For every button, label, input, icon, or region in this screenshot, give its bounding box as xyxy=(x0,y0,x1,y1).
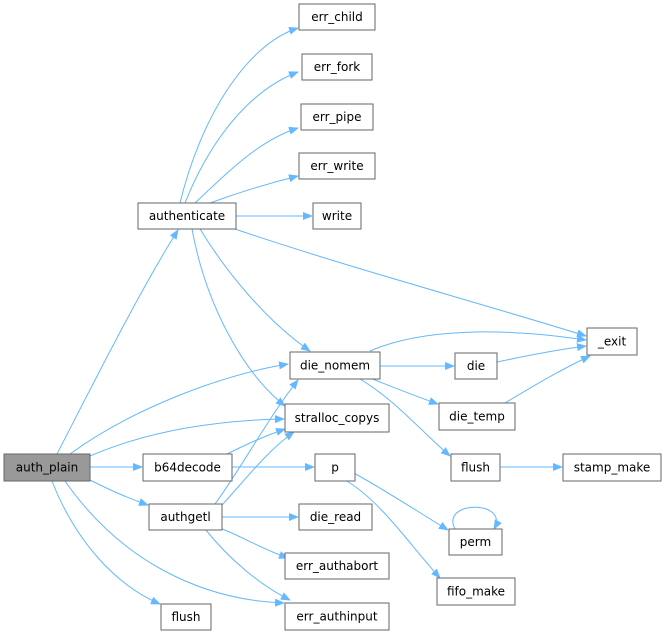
edge-auth_plain-authenticate xyxy=(56,229,179,455)
edge-die-exit xyxy=(496,343,587,363)
edge-die_temp-exit xyxy=(504,355,591,404)
node-label: auth_plain xyxy=(16,461,79,475)
node-p[interactable]: p xyxy=(314,453,356,482)
node-authgetl[interactable]: authgetl xyxy=(148,503,223,531)
node-label: die_read xyxy=(310,510,361,524)
node-label: fifo_make xyxy=(447,585,505,599)
node-label: err_authinput xyxy=(296,610,377,624)
edge-perm-perm xyxy=(452,506,502,530)
edge-auth_plain-die_nomem xyxy=(69,361,289,455)
edge-authgetl-err_authabort xyxy=(219,527,289,559)
node-die[interactable]: die xyxy=(454,352,498,380)
node-label: p xyxy=(331,461,339,475)
node-label: die_nomem xyxy=(300,359,370,373)
node-err_fork[interactable]: err_fork xyxy=(301,53,373,81)
node-label: b64decode xyxy=(154,461,221,475)
node-err_authinput[interactable]: err_authinput xyxy=(284,602,390,631)
edges xyxy=(51,26,591,607)
edge-auth_plain-authgetl xyxy=(89,479,149,506)
node-flush_b[interactable]: flush xyxy=(160,603,212,631)
node-label: perm xyxy=(460,535,491,549)
node-label: err_fork xyxy=(314,60,361,74)
edge-die_nomem-die_temp xyxy=(369,377,439,405)
node-fifo_make[interactable]: fifo_make xyxy=(436,577,516,606)
node-b64decode[interactable]: b64decode xyxy=(142,453,233,482)
edge-authenticate-err_child xyxy=(179,26,299,204)
edge-b64decode-stralloc_copys xyxy=(224,428,286,456)
node-exit[interactable]: _exit xyxy=(586,327,638,356)
node-label: stamp_make xyxy=(574,461,651,475)
edge-authgetl-stralloc_copys xyxy=(221,431,295,506)
edge-authenticate-die_nomem xyxy=(199,228,311,352)
node-err_authabort[interactable]: err_authabort xyxy=(284,552,390,580)
node-authenticate[interactable]: authenticate xyxy=(137,202,237,230)
node-die_temp[interactable]: die_temp xyxy=(438,402,516,431)
edge-authenticate-exit xyxy=(231,227,587,338)
node-label: die_temp xyxy=(449,410,505,424)
edge-authenticate-err_pipe xyxy=(194,126,299,204)
nodes: auth_plain authenticate err_child err_fo… xyxy=(3,3,662,631)
node-err_write[interactable]: err_write xyxy=(298,152,376,180)
node-label: err_write xyxy=(310,159,363,173)
node-label: err_child xyxy=(311,10,363,24)
edge-p-fifo_make xyxy=(344,479,441,579)
edge-authenticate-err_write xyxy=(209,174,299,204)
edge-authenticate-stralloc_copys xyxy=(191,228,286,407)
edge-auth_plain-err_authinput xyxy=(64,480,285,607)
node-label: _exit xyxy=(597,335,627,349)
edge-die_nomem-exit xyxy=(369,331,587,352)
node-label: die xyxy=(467,359,485,373)
node-label: err_pipe xyxy=(313,110,362,124)
node-label: flush xyxy=(171,610,200,624)
edge-authenticate-err_fork xyxy=(184,71,299,204)
node-stralloc_copys[interactable]: stralloc_copys xyxy=(284,403,390,433)
edge-p-perm xyxy=(351,471,449,531)
node-label: authgetl xyxy=(160,510,210,524)
node-perm[interactable]: perm xyxy=(448,528,503,556)
node-auth_plain[interactable]: auth_plain xyxy=(3,453,91,482)
edge-authgetl-err_authinput xyxy=(204,528,291,601)
node-die_nomem[interactable]: die_nomem xyxy=(289,351,381,380)
node-stamp_make[interactable]: stamp_make xyxy=(562,453,662,482)
node-err_pipe[interactable]: err_pipe xyxy=(300,103,374,131)
node-err_child[interactable]: err_child xyxy=(298,3,376,31)
node-label: flush xyxy=(461,461,490,475)
edge-auth_plain-stralloc_copys xyxy=(89,415,285,457)
node-label: authenticate xyxy=(149,209,225,223)
node-label: stralloc_copys xyxy=(295,411,380,425)
edge-authgetl-die_nomem xyxy=(214,379,299,505)
edge-auth_plain-flush_b xyxy=(51,480,161,605)
node-label: write xyxy=(322,209,352,223)
node-write[interactable]: write xyxy=(312,202,362,230)
node-flush_a[interactable]: flush xyxy=(450,453,501,482)
node-label: err_authabort xyxy=(296,559,379,573)
node-die_read[interactable]: die_read xyxy=(298,503,373,531)
edge-die_nomem-flush_a xyxy=(359,378,451,457)
